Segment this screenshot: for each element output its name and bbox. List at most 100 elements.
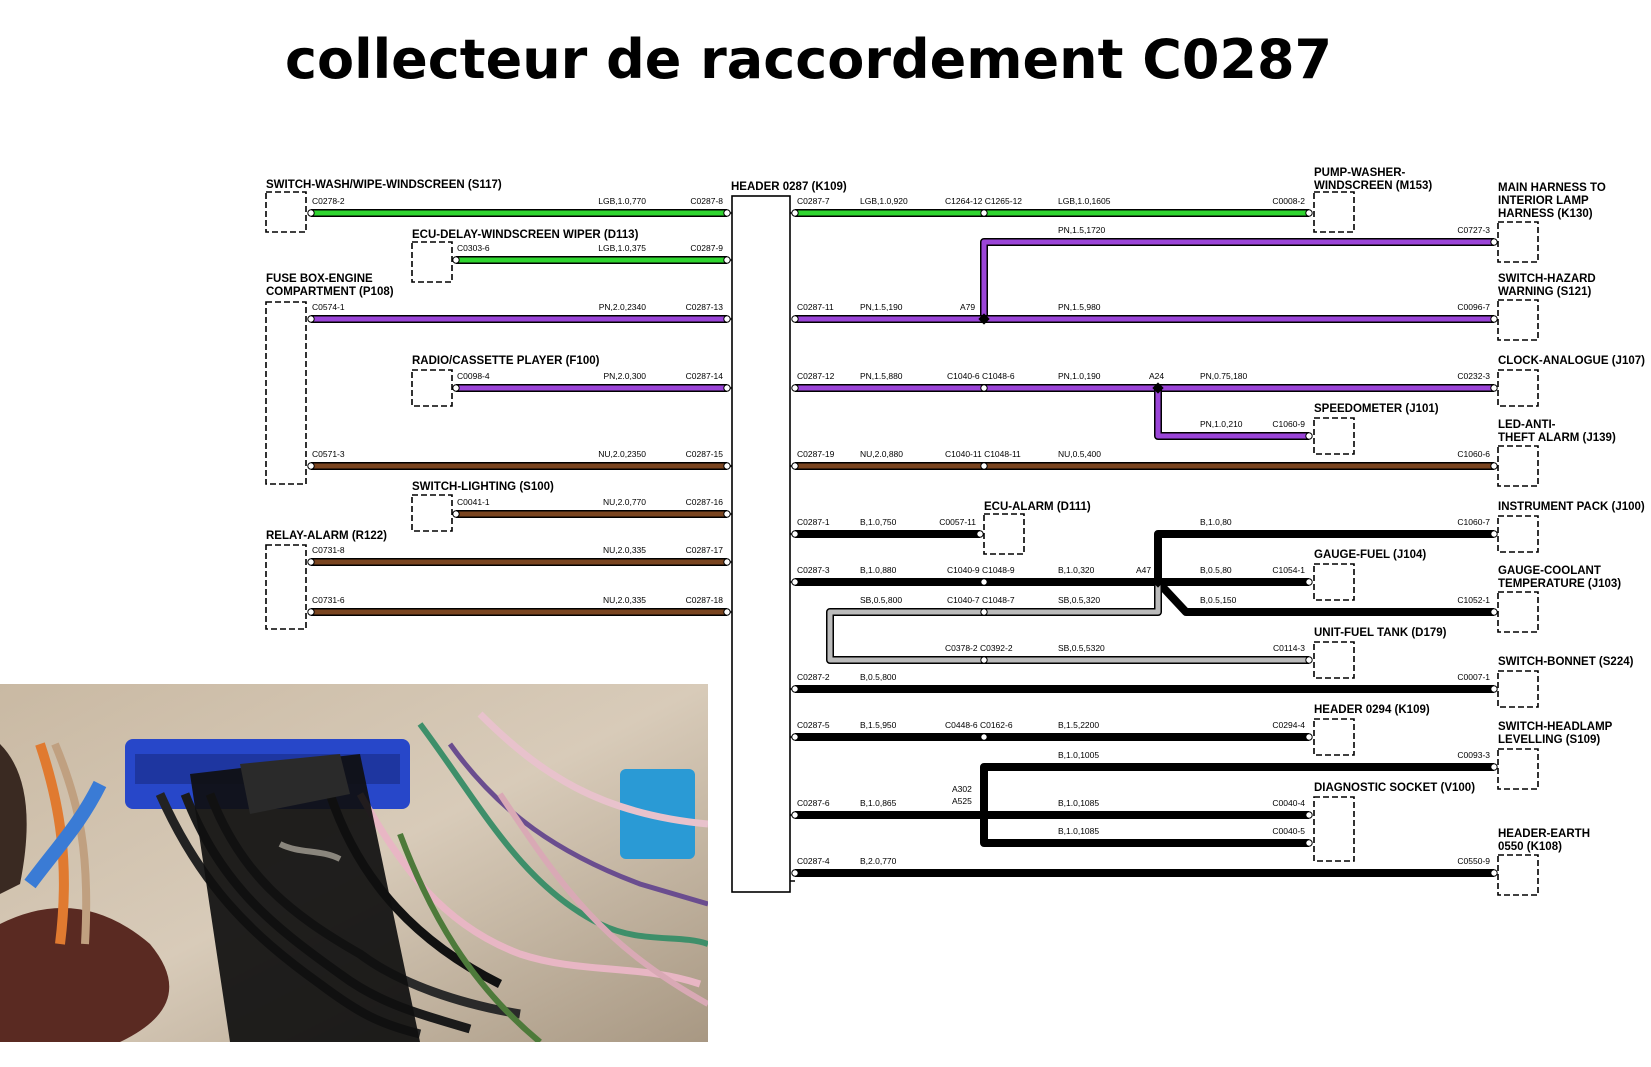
- component-label: LED-ANTI-: [1498, 419, 1556, 431]
- component-d179: UNIT-FUEL TANK (D179): [1314, 627, 1447, 639]
- component-label: HEADER 0294 (K109): [1314, 704, 1430, 716]
- wire-label: B,2.0,770: [860, 856, 897, 866]
- wire-label: B,1.0,320: [1058, 565, 1095, 575]
- pin-marker: [1490, 384, 1498, 392]
- pin-marker: [1305, 811, 1313, 819]
- wire-label: C0008-2: [1272, 196, 1305, 206]
- pin-marker: [791, 209, 799, 217]
- box-m153: [1313, 191, 1355, 233]
- component-j139: LED-ANTI-THEFT ALARM (J139): [1498, 419, 1616, 444]
- component-label: SWITCH-BONNET (S224): [1498, 656, 1634, 668]
- pin-marker: [1305, 209, 1313, 217]
- wire-label: C0287-4: [797, 856, 830, 866]
- wire-label: C1264-12 C1265-12: [945, 196, 1022, 206]
- component-label: RELAY-ALARM (R122): [266, 530, 387, 542]
- pin-marker: [723, 462, 731, 470]
- component-label: SWITCH-HEADLAMP: [1498, 721, 1613, 733]
- pin-marker: [791, 869, 799, 877]
- component-label: THEFT ALARM (J139): [1498, 432, 1616, 444]
- wire-label: C0114-3: [1273, 643, 1305, 653]
- wire-label: NU,0.5,400: [1058, 449, 1101, 459]
- wire-label: C0287-16: [686, 497, 724, 507]
- wire-label: C0096-7: [1457, 302, 1490, 312]
- wire-label: A302: [952, 784, 972, 794]
- pin-marker: [1490, 238, 1498, 246]
- box-d179: [1313, 641, 1355, 679]
- connector-photo: [0, 684, 708, 1042]
- pin-marker: [980, 608, 988, 616]
- wire-label: C0287-6: [797, 798, 830, 808]
- box-d111: [983, 513, 1025, 555]
- component-label: 0550 (K108): [1498, 841, 1562, 853]
- wire-label: PN,1.5,190: [860, 302, 903, 312]
- component-label: SPEEDOMETER (J101): [1314, 403, 1439, 415]
- box-j107: [1497, 369, 1539, 407]
- wire-label: A47: [1136, 565, 1151, 575]
- wire-label: C1060-7: [1457, 517, 1490, 527]
- wire-c1060-9: [1154, 388, 1309, 440]
- wire-label: B,1.0,1085: [1058, 826, 1099, 836]
- wire-label: LGB,1.0,1605: [1058, 196, 1111, 206]
- wire-label: C1040-7 C1048-7: [947, 595, 1015, 605]
- wire-label: C0057-11: [939, 517, 976, 527]
- wire-label: C1040-11 C1048-11: [945, 449, 1021, 459]
- pin-marker: [980, 656, 988, 664]
- component-label: INTERIOR LAMP: [1498, 195, 1589, 207]
- wire-label: B,1.0,1005: [1058, 750, 1099, 760]
- wire-label: PN,1.0,190: [1058, 371, 1101, 381]
- wire-label: C0040-5: [1272, 826, 1305, 836]
- wire-c1052-1: [1155, 579, 1494, 616]
- component-label: RADIO/CASSETTE PLAYER (F100): [412, 355, 600, 367]
- pin-marker: [1490, 685, 1498, 693]
- wire-label: PN,0.75,180: [1200, 371, 1248, 381]
- pin-marker: [307, 558, 315, 566]
- component-k109b: HEADER 0294 (K109): [1314, 704, 1430, 716]
- wire-label: C0287-5: [797, 720, 830, 730]
- wire-label: C0550-9: [1457, 856, 1490, 866]
- pin-marker: [307, 462, 315, 470]
- wire-label: A79: [960, 302, 975, 312]
- wire-label: C0040-4: [1272, 798, 1305, 808]
- pin-marker: [1305, 839, 1313, 847]
- pin-marker: [307, 315, 315, 323]
- component-label: CLOCK-ANALOGUE (J107): [1498, 355, 1645, 367]
- component-label: SWITCH-LIGHTING (S100): [412, 481, 554, 493]
- header-block: [731, 195, 791, 893]
- pin-marker: [791, 384, 799, 392]
- wire-label: LGB,1.0,770: [598, 196, 646, 206]
- component-f100: RADIO/CASSETTE PLAYER (F100): [412, 355, 600, 367]
- pin-marker: [980, 384, 988, 392]
- pin-marker: [723, 209, 731, 217]
- pin-marker: [1490, 763, 1498, 771]
- wire-label: A24: [1149, 371, 1164, 381]
- wire-label: C0041-1: [457, 497, 490, 507]
- component-s117: SWITCH-WASH/WIPE-WINDSCREEN (S117): [266, 179, 502, 191]
- wires-layer: [307, 209, 1498, 882]
- wire-label: PN,1.5,880: [860, 371, 903, 381]
- box-s224: [1497, 670, 1539, 708]
- wire-label: C0287-18: [686, 595, 724, 605]
- component-d113: ECU-DELAY-WINDSCREEN WIPER (D113): [412, 229, 639, 241]
- component-label: INSTRUMENT PACK (J100): [1498, 501, 1645, 513]
- pin-marker: [1305, 578, 1313, 586]
- wire-label: B,1.5,950: [860, 720, 897, 730]
- component-label: GAUGE-COOLANT: [1498, 565, 1601, 577]
- wire-label: C1040-6 C1048-6: [947, 371, 1015, 381]
- box-j101: [1313, 417, 1355, 455]
- pin-marker: [723, 384, 731, 392]
- pin-marker: [723, 256, 731, 264]
- wire-label: C1040-9 C1048-9: [947, 565, 1015, 575]
- pin-marker: [791, 685, 799, 693]
- pin-marker: [1305, 733, 1313, 741]
- box-s100: [411, 494, 453, 532]
- wire-label: C0378-2 C0392-2: [945, 643, 1013, 653]
- wire-label: C0287-7: [797, 196, 830, 206]
- pin-marker: [791, 733, 799, 741]
- box-k109b: [1313, 718, 1355, 756]
- component-label: TEMPERATURE (J103): [1498, 578, 1621, 590]
